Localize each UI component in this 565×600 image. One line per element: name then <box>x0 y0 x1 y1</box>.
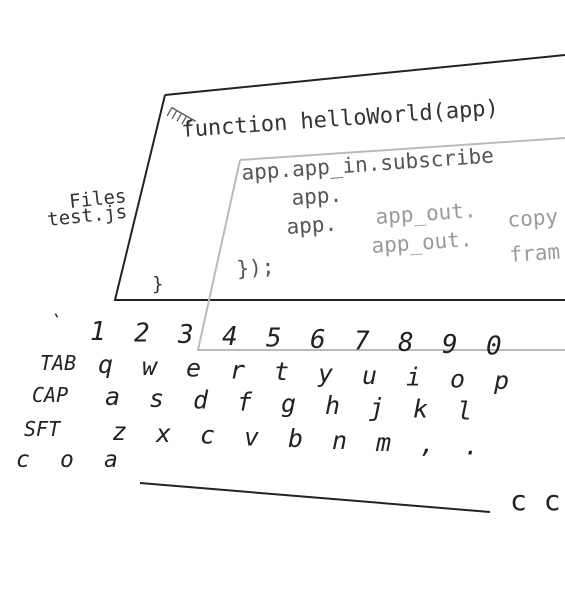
code-outer-close: } <box>152 273 163 295</box>
key[interactable]: r <box>230 355 245 384</box>
code-out-method: copy <box>507 205 559 232</box>
key[interactable]: s <box>149 384 164 413</box>
key[interactable]: j <box>369 393 384 422</box>
key[interactable]: f <box>237 387 253 416</box>
key[interactable]: ` <box>50 311 62 335</box>
key[interactable]: w <box>142 352 159 381</box>
code-outer-function: function helloWorld(app) <box>181 96 500 143</box>
key[interactable]: 3 <box>177 320 194 350</box>
key[interactable]: v <box>244 422 259 451</box>
key[interactable]: m <box>375 428 391 457</box>
key[interactable]: u <box>362 361 377 390</box>
key[interactable]: n <box>332 426 347 455</box>
code-inner-lines: app. app. <box>286 183 343 239</box>
key[interactable]: 1 <box>90 317 106 347</box>
code-out-method: fram <box>509 240 561 267</box>
key[interactable]: k <box>413 395 428 424</box>
key[interactable]: 6 <box>310 325 326 355</box>
key[interactable]: y <box>317 359 333 388</box>
code-line: app. <box>286 212 338 239</box>
key[interactable]: e <box>186 354 201 383</box>
key[interactable]: q <box>98 350 113 379</box>
code-out-obj: app_out. <box>371 227 474 258</box>
code-inner-close: }); <box>236 254 276 281</box>
key[interactable]: 4 <box>222 322 238 352</box>
key[interactable]: p <box>493 366 509 395</box>
editor-inner-frame <box>196 137 565 351</box>
key[interactable]: 7 <box>354 327 370 357</box>
key[interactable]: o <box>450 364 465 393</box>
code-out-obj: app_out. <box>375 198 478 229</box>
key[interactable]: , <box>420 430 435 459</box>
key[interactable]: 8 <box>398 328 414 358</box>
key[interactable]: 0 <box>486 331 502 361</box>
key[interactable]: o <box>60 447 74 473</box>
key[interactable]: h <box>325 391 340 420</box>
key[interactable]: c <box>16 447 30 473</box>
key-bottom-right[interactable]: c c <box>510 484 561 517</box>
sidebar-file-item[interactable]: test.js <box>46 201 128 231</box>
key[interactable]: x <box>155 419 171 448</box>
key[interactable]: TAB <box>40 351 76 375</box>
code-inner-subscribe: app.app_in.subscribe <box>241 143 495 185</box>
key[interactable]: 2 <box>134 319 150 349</box>
key[interactable]: a <box>105 382 120 411</box>
key[interactable]: d <box>193 386 209 415</box>
key[interactable]: 5 <box>266 323 282 353</box>
key[interactable]: z <box>112 417 127 446</box>
key[interactable]: SFT <box>24 417 62 441</box>
code-line: app. <box>291 183 343 210</box>
key[interactable]: c <box>200 421 215 450</box>
code-out-lines: app_out. copy app_out. fram <box>371 198 561 267</box>
key[interactable]: . <box>464 431 479 460</box>
key[interactable]: l <box>457 396 472 425</box>
key[interactable]: t <box>274 357 289 386</box>
key[interactable]: b <box>288 424 303 453</box>
key[interactable]: 9 <box>442 330 458 360</box>
key[interactable]: i <box>406 363 421 392</box>
key[interactable]: a <box>104 447 118 473</box>
key[interactable]: CAP <box>32 383 68 407</box>
spacebar[interactable] <box>139 482 491 513</box>
key[interactable]: g <box>281 389 296 418</box>
editor-outer-frame <box>113 54 565 301</box>
